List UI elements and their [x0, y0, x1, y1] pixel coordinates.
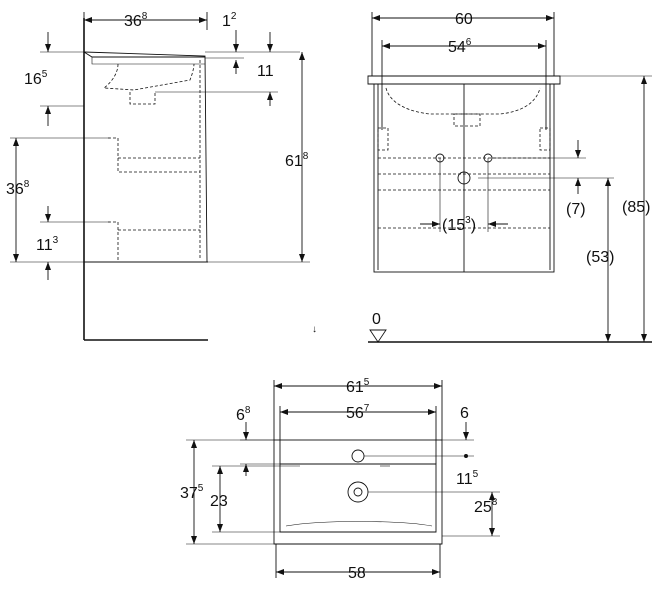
dim-side-rim: 12: [222, 11, 237, 30]
dim-top-tap-offset: 115: [456, 469, 479, 488]
basin-top: [91, 57, 205, 65]
dim-side-drain-height: 368: [6, 179, 30, 198]
arrow-down-icon: ↓: [312, 324, 317, 335]
bracket-right: [539, 127, 551, 151]
dim-side-bowl-depth: 165: [24, 69, 48, 88]
front-basin-top: [367, 75, 561, 85]
bracket-left: [377, 127, 389, 151]
dim-side-total-height: 618: [285, 151, 309, 170]
floor-level-label: 0: [372, 311, 381, 328]
dim-top-drain-depth: 258: [474, 497, 498, 516]
dim-side-plinth: 113: [36, 235, 59, 254]
tap-hole: [351, 449, 365, 463]
dim-top-bottom-width: 58: [348, 565, 366, 582]
dim-top-left-offset: 68: [236, 405, 251, 424]
bowl-profile: [102, 63, 195, 91]
dim-front-drain-offset: (7): [566, 201, 586, 218]
dim-top-right-offset: 6: [460, 405, 469, 422]
dim-front-total-height: (85): [622, 199, 650, 216]
dim-top-outer-width: 615: [346, 377, 370, 396]
dim-front-outer-width: 60: [455, 11, 473, 28]
side-view: 368 12 11 165 618 36: [6, 11, 310, 341]
drain-pipe: [457, 171, 471, 185]
drain-hole: [347, 481, 369, 503]
dim-top-depth: 375: [180, 483, 204, 502]
dim-front-drain-height: (53): [586, 249, 614, 266]
bowl-drain: [129, 92, 156, 105]
dim-front-inner-width: 546: [448, 37, 472, 56]
dim-top-bowl-depth: 23: [210, 493, 228, 510]
front-view: 0 ↓ 60 546: [312, 11, 652, 343]
top-view: 615 567 68 6 115 375: [180, 377, 500, 582]
top-bowl-outline: [279, 463, 437, 533]
cabinet-outline: [83, 51, 208, 263]
lower-shelf: [108, 221, 200, 260]
dim-front-pipe-spacing: (153): [442, 215, 476, 234]
dim-side-width: 368: [124, 11, 148, 30]
siphon: [108, 137, 200, 173]
dim-top-inner-width: 567: [346, 403, 370, 422]
front-bowl: [385, 87, 541, 115]
floor-marker: [369, 329, 387, 343]
dim-side-top-offset: 11: [257, 63, 274, 80]
